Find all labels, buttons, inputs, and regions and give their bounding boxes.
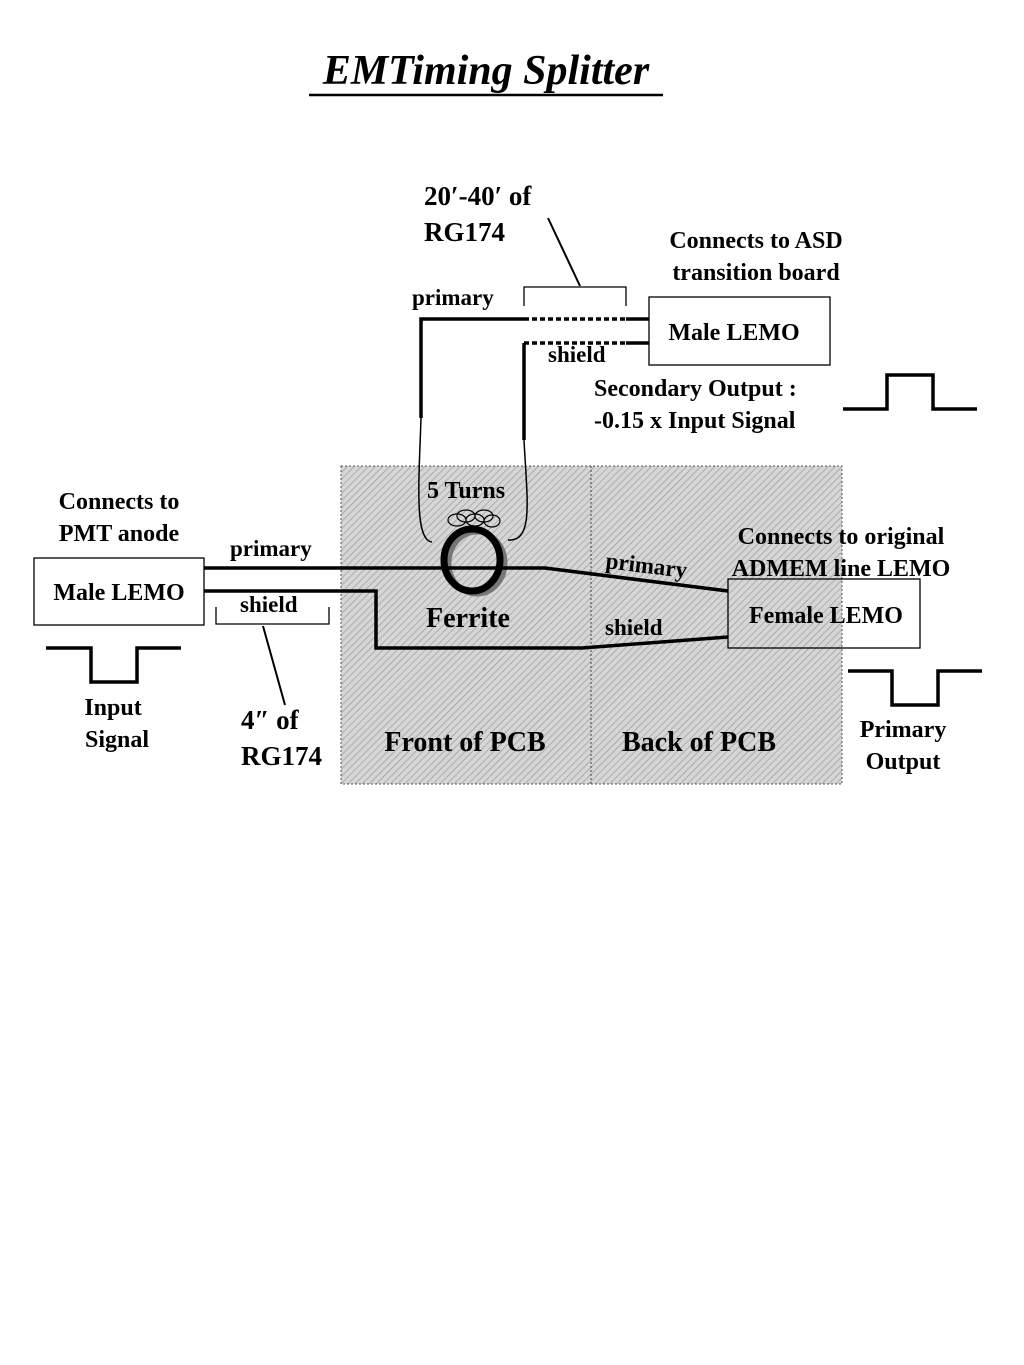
turns-label: 5 Turns xyxy=(427,478,505,504)
pmt-label-line2: PMT anode xyxy=(59,521,180,547)
page-title: EMTiming Splitter xyxy=(322,48,650,94)
secondary-output-line2: -0.15 x Input Signal xyxy=(594,408,796,434)
admem-label-line1: Connects to original xyxy=(738,524,945,550)
ferrite-label: Ferrite xyxy=(426,603,510,634)
primary-output-pulse xyxy=(848,669,982,707)
top-male-lemo-label: Male LEMO xyxy=(668,320,799,346)
cable-short-label-line1: 4″ of xyxy=(241,705,300,735)
cable-short-bracket xyxy=(215,607,330,625)
primary-output-line1: Primary xyxy=(860,717,947,743)
asd-label-line2: transition board xyxy=(672,260,840,286)
secondary-pulse xyxy=(843,373,977,411)
left-shield-label: shield xyxy=(240,592,298,617)
front-pcb-label: Front of PCB xyxy=(384,727,545,758)
female-lemo-box xyxy=(727,578,921,649)
left-primary-label: primary xyxy=(230,536,312,561)
back-shield-label: shield xyxy=(605,615,663,640)
top-primary-label: primary xyxy=(412,285,494,310)
asd-label-line1: Connects to ASD xyxy=(669,228,842,254)
primary-wire xyxy=(204,566,729,593)
shield-wire xyxy=(204,589,729,650)
input-label-line2: Signal xyxy=(85,727,149,753)
secondary-output-line1: Secondary Output : xyxy=(594,376,797,402)
cable-long-bracket xyxy=(523,286,627,306)
female-lemo-label: Female LEMO xyxy=(749,603,903,629)
top-male-lemo-box xyxy=(648,296,831,366)
input-pulse xyxy=(46,646,181,684)
primary-output-line2: Output xyxy=(866,749,941,775)
cable-short-label-line2: RG174 xyxy=(241,741,322,771)
input-label-line1: Input xyxy=(84,695,141,721)
back-pcb-label: Back of PCB xyxy=(622,727,776,758)
ferrite-ring xyxy=(440,525,504,595)
cable-short-pointer xyxy=(262,625,286,706)
secondary-loop xyxy=(418,417,528,543)
pmt-label-line1: Connects to xyxy=(59,489,180,515)
left-male-lemo-label: Male LEMO xyxy=(53,580,184,606)
cable-long-label-line1: 20′-40′ of xyxy=(424,181,532,211)
top-shield-label: shield xyxy=(548,342,606,367)
cable-long-pointer xyxy=(547,217,581,287)
admem-label-line2: ADMEM line LEMO xyxy=(732,556,951,582)
secondary-primary-wire xyxy=(419,317,524,418)
left-male-lemo-box xyxy=(33,557,205,626)
cable-long-label-line2: RG174 xyxy=(424,217,505,247)
